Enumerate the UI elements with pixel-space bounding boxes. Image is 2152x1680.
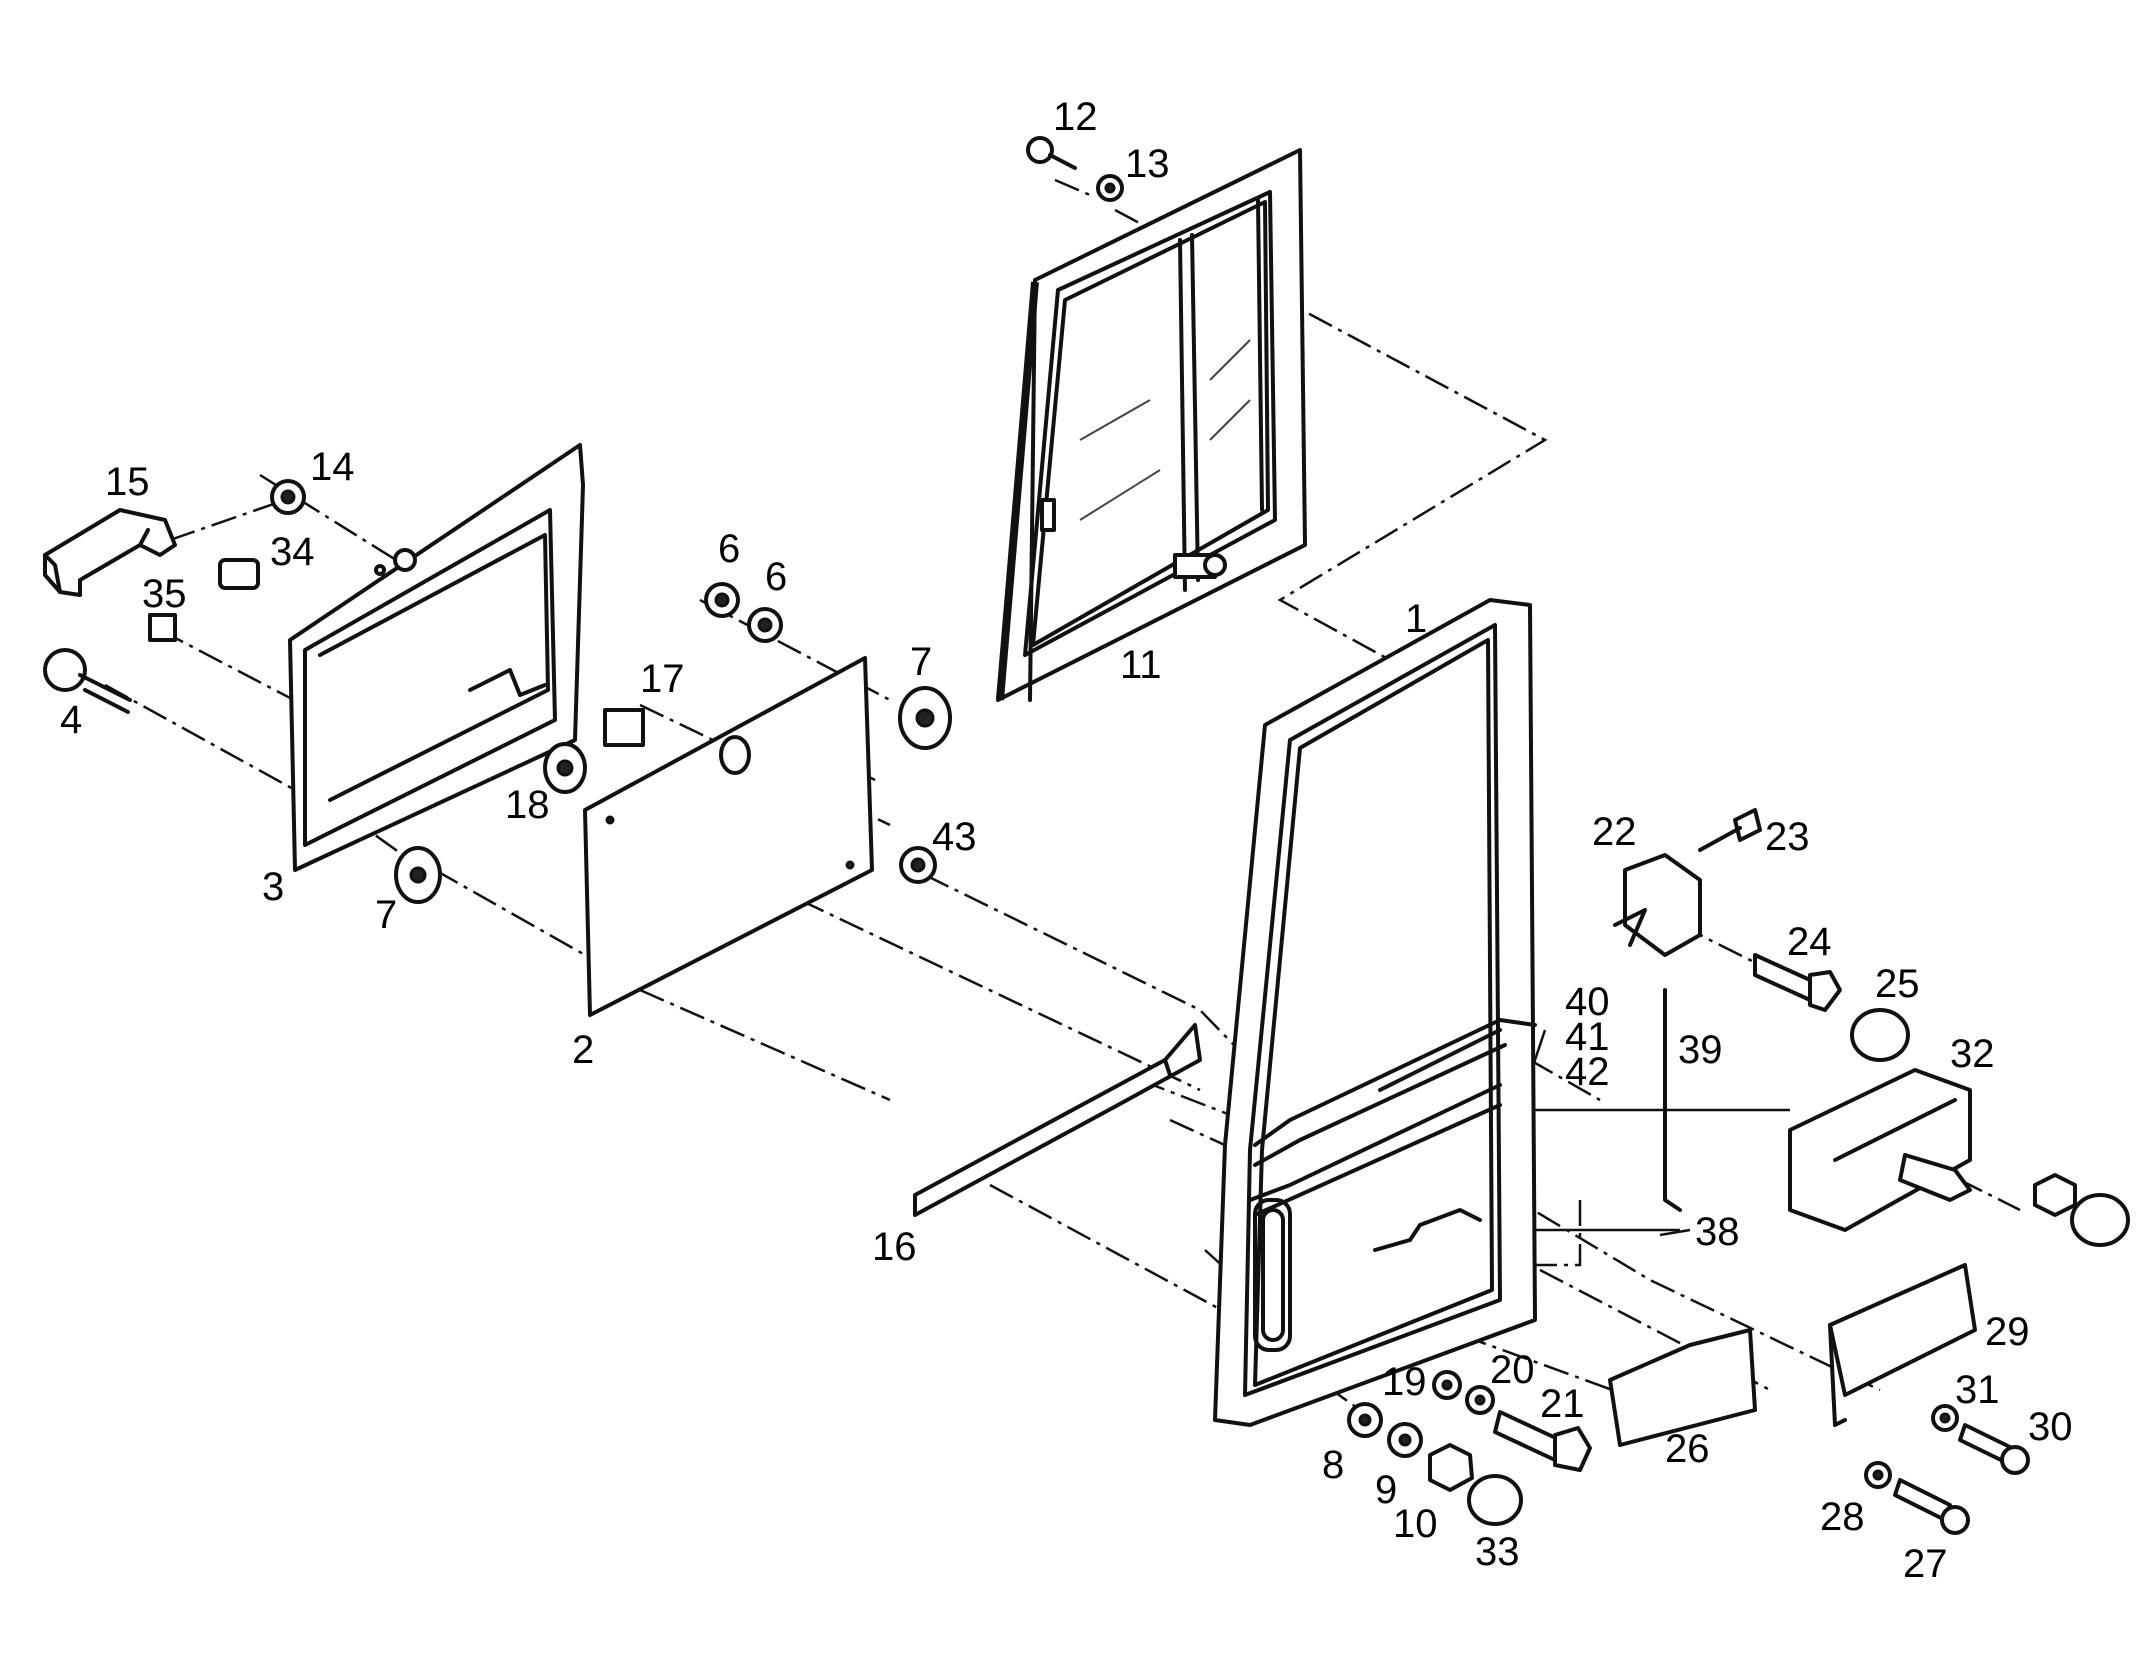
callout-30: 30 — [2028, 1405, 2073, 1449]
panel-plate — [583, 656, 874, 1017]
callout-33: 33 — [1475, 1530, 1520, 1574]
callout-7b: 7 — [375, 893, 397, 937]
callout-27: 27 — [1903, 1542, 1948, 1586]
callout-25: 25 — [1875, 962, 1920, 1006]
fasteners — [43, 136, 2130, 1535]
callout-39: 39 — [1678, 1028, 1723, 1072]
callout-9: 9 — [1375, 1468, 1397, 1512]
part-callouts: 1 2 3 4 6 6 7 7 8 9 10 11 12 13 14 15 16… — [60, 95, 2073, 1586]
callout-7a: 7 — [910, 640, 932, 684]
callout-28: 28 — [1820, 1495, 1865, 1539]
callout-21: 21 — [1540, 1382, 1585, 1426]
callout-18: 18 — [505, 783, 550, 827]
callout-35: 35 — [142, 572, 187, 616]
upper-window-frame — [996, 148, 1307, 702]
callout-17: 17 — [640, 657, 685, 701]
callout-6a: 6 — [718, 527, 740, 571]
callout-43: 43 — [932, 815, 977, 859]
callout-2: 2 — [572, 1028, 594, 1072]
callout-31: 31 — [1955, 1368, 2000, 1412]
callout-12: 12 — [1053, 95, 1098, 139]
inner-frame — [288, 443, 585, 872]
callout-11: 11 — [1120, 643, 1162, 687]
callout-19: 19 — [1382, 1360, 1427, 1404]
callout-22: 22 — [1592, 810, 1637, 854]
callout-29: 29 — [1985, 1310, 2030, 1354]
callout-34: 34 — [270, 530, 315, 574]
callout-24: 24 — [1787, 920, 1832, 964]
callout-4: 4 — [60, 698, 82, 742]
handle — [43, 508, 177, 597]
callout-6b: 6 — [765, 555, 787, 599]
callout-16: 16 — [872, 1225, 917, 1269]
callout-26: 26 — [1665, 1427, 1710, 1471]
callout-41: 41 — [1565, 1015, 1610, 1059]
callout-32: 32 — [1950, 1032, 1995, 1076]
callout-38: 38 — [1695, 1210, 1740, 1254]
callout-3: 3 — [262, 865, 284, 909]
door-frame — [1213, 598, 1537, 1427]
callout-8: 8 — [1322, 1443, 1344, 1487]
callout-1: 1 — [1405, 597, 1427, 641]
callout-42: 42 — [1565, 1050, 1610, 1094]
callout-14: 14 — [310, 445, 355, 489]
callout-40: 40 — [1565, 980, 1610, 1024]
support-bar — [913, 1023, 1202, 1217]
callout-15: 15 — [105, 460, 150, 504]
callout-23: 23 — [1765, 815, 1810, 859]
callout-13: 13 — [1125, 142, 1170, 186]
callout-20: 20 — [1490, 1348, 1535, 1392]
callout-10: 10 — [1393, 1502, 1438, 1546]
